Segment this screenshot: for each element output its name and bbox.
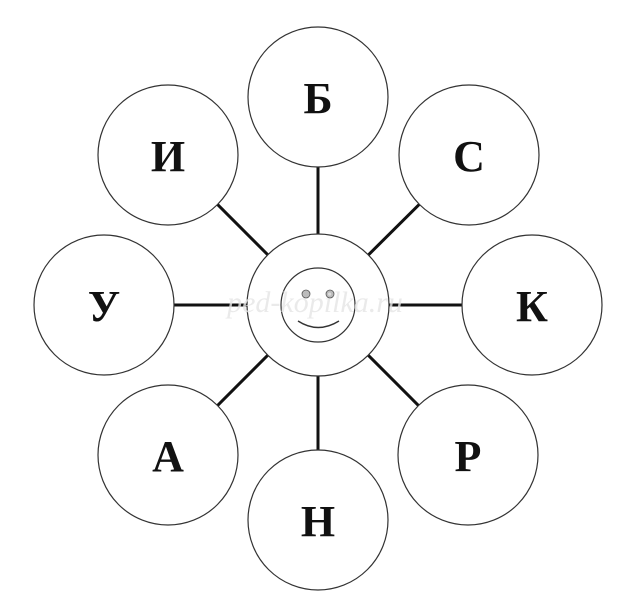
spoke-bottom-right	[367, 354, 420, 407]
petal-circle	[398, 84, 540, 226]
petal-top-left: И	[97, 84, 239, 226]
petal-left: У	[33, 234, 175, 376]
petal-letter: И	[151, 132, 185, 181]
petal-top-right: С	[398, 84, 540, 226]
smiley-left-eye	[301, 289, 311, 299]
connector-lines	[174, 167, 462, 450]
petal-letter: К	[516, 282, 548, 331]
spoke-top-left	[216, 203, 269, 256]
petal-circle	[461, 234, 603, 376]
petal-letter: У	[88, 282, 120, 331]
spoke-top-right	[367, 203, 421, 257]
petal-letter: Р	[455, 432, 482, 481]
petal-circles: Б С К Р Н А У И	[33, 26, 603, 591]
petal-circle	[97, 384, 239, 526]
watermark: ped-kopilka.ru	[225, 286, 403, 319]
petal-circle	[247, 26, 389, 168]
smiley-right-eye	[325, 289, 335, 299]
petal-circle	[397, 384, 539, 526]
petal-letter: А	[152, 432, 184, 481]
smiley-face-icon	[280, 267, 356, 343]
petal-bottom: Н	[247, 449, 389, 591]
petal-letter: Н	[301, 497, 335, 546]
center-circle	[246, 233, 390, 377]
spoke-bottom-left	[216, 354, 269, 407]
smiley-mouth	[297, 320, 340, 329]
petal-bottom-left: А	[97, 384, 239, 526]
petal-right: К	[461, 234, 603, 376]
petal-letter: С	[453, 132, 485, 181]
petal-circle	[33, 234, 175, 376]
petal-top: Б	[247, 26, 389, 168]
petal-circle	[247, 449, 389, 591]
petal-letter: Б	[303, 74, 332, 123]
petal-circle	[97, 84, 239, 226]
petal-bottom-right: Р	[397, 384, 539, 526]
